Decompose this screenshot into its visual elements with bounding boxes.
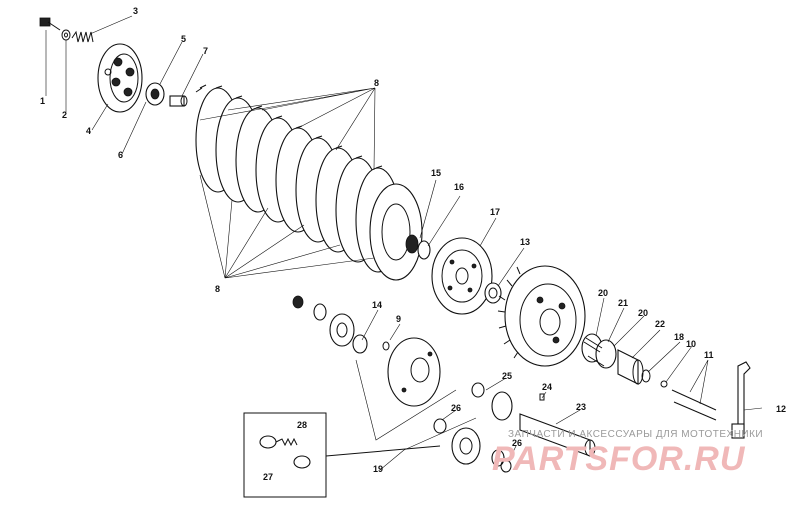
part-washer-18 [641, 369, 651, 383]
callout-leaders [45, 15, 763, 463]
callout-28: 28 [297, 420, 307, 430]
callout-11: 11 [704, 350, 714, 360]
bracket-lines [355, 359, 477, 471]
part-cover-plate [387, 337, 441, 407]
part-washer [61, 29, 71, 41]
watermark: ЗАПЧАСТИ И АКСЕССУАРЫ ДЛЯ МОТОТЕХНИКИ PA… [492, 429, 763, 478]
part-bushing [617, 349, 644, 385]
part-pushrod [671, 389, 717, 421]
callout-22: 22 [655, 319, 665, 329]
callout-7: 7 [203, 46, 208, 56]
part-key [382, 341, 390, 351]
callout-6: 6 [118, 150, 123, 160]
callout-5: 5 [181, 34, 186, 44]
part-bolt [39, 17, 61, 31]
part-pressure-plate [97, 43, 143, 113]
callout-8-leaders [199, 87, 376, 279]
callout-20-left: 20 [598, 288, 608, 298]
callout-9: 9 [396, 314, 401, 324]
callout-27: 27 [263, 472, 273, 482]
part-bearing [145, 82, 165, 106]
callout-2: 2 [62, 110, 67, 120]
callout-12: 12 [776, 404, 786, 414]
callout-1: 1 [40, 96, 45, 106]
callout-16: 16 [454, 182, 464, 192]
watermark-logo: PARTSFOR.RU [492, 440, 746, 478]
part-starter-gear [451, 427, 505, 467]
callout-3: 3 [133, 6, 138, 16]
part-thrust-washer [405, 234, 431, 260]
callout-21: 21 [618, 298, 628, 308]
callout-17: 17 [490, 207, 500, 217]
inset-detail-box [243, 412, 441, 498]
callout-4: 4 [86, 126, 91, 136]
part-spring [71, 30, 94, 43]
watermark-caption: ЗАПЧАСТИ И АКСЕССУАРЫ ДЛЯ МОТОТЕХНИКИ [508, 429, 763, 440]
callout-labels: 1 2 3 4 5 6 7 8 8 9 10 11 12 13 14 15 16… [40, 6, 786, 482]
callout-26-bottom: 26 [512, 438, 522, 448]
part-primary-gear [329, 313, 368, 354]
callout-13: 13 [520, 237, 530, 247]
callout-8-top: 8 [374, 78, 379, 88]
part-hub-washer [484, 282, 502, 304]
part-ball [660, 380, 668, 388]
callout-15: 15 [431, 168, 441, 178]
callout-25: 25 [502, 371, 512, 381]
part-clutch-basket [497, 265, 586, 367]
part-needle-bearing [581, 333, 617, 369]
callout-23: 23 [576, 402, 586, 412]
callout-14: 14 [372, 300, 382, 310]
callout-18: 18 [674, 332, 684, 342]
callout-19: 19 [373, 464, 383, 474]
part-clutch-hub [431, 237, 493, 315]
part-shaft-gears [433, 382, 596, 457]
part-washer-26b [500, 459, 512, 473]
callout-24: 24 [542, 382, 552, 392]
callout-26-top: 26 [451, 403, 461, 413]
part-pushrod-piece [169, 95, 188, 107]
part-release-lever [731, 361, 751, 439]
part-nut-washer [292, 295, 327, 321]
callout-10: 10 [686, 339, 696, 349]
clutch-plate-stack [195, 84, 423, 281]
callout-8-bottom: 8 [215, 284, 220, 294]
callout-20-right: 20 [638, 308, 648, 318]
